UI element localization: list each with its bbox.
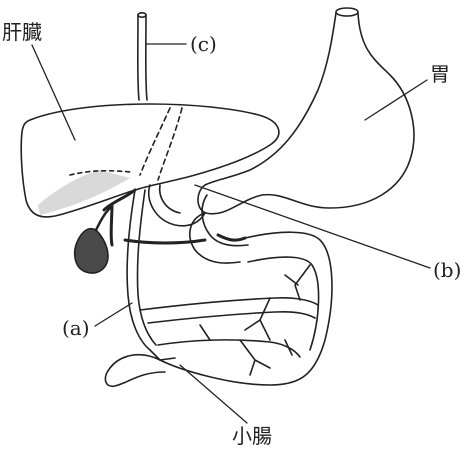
leader-a — [95, 303, 132, 326]
gallbladder — [75, 208, 110, 273]
stomach-outline — [198, 13, 414, 214]
leader-liver — [32, 45, 75, 140]
label-stomach: 胃 — [430, 62, 450, 86]
tube-c — [138, 13, 147, 100]
label-b: (b) — [433, 258, 461, 282]
duct-a — [127, 190, 156, 350]
liver-shading — [38, 170, 130, 215]
label-small-intestine: 小腸 — [232, 424, 272, 448]
leader-b — [195, 185, 430, 268]
label-liver: 肝臓 — [2, 20, 42, 44]
label-a: (a) — [62, 316, 90, 340]
label-c: (c) — [190, 32, 217, 56]
bile-ducts — [104, 190, 245, 245]
liver-lobe-line — [140, 108, 170, 175]
leader-stomach — [365, 80, 427, 120]
leader-intestine — [180, 365, 247, 423]
stomach — [198, 8, 414, 214]
